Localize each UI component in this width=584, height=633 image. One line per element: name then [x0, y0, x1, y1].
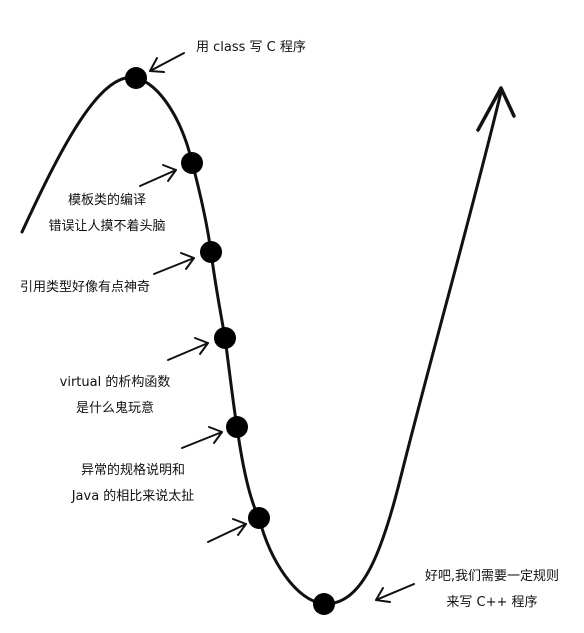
milestone-dot-final [313, 593, 335, 615]
annotation-virtual: virtual 的析构函数 是什么鬼玩意 [40, 370, 190, 422]
annotation-template-line-1: 模板类的编译 [67, 193, 146, 208]
annotation-final-line-1: 好吧,我们需要一定规则 [424, 569, 560, 584]
annotation-final: 好吧,我们需要一定规则 来写 C++ 程序 [412, 564, 572, 616]
milestone-dot-class [125, 67, 147, 89]
annotation-final-line-2: 来写 C++ 程序 [446, 595, 538, 610]
pointer-arrow-virtual [167, 337, 209, 361]
annotation-virtual-line-1: virtual 的析构函数 [59, 375, 171, 390]
milestone-dot-template [181, 152, 203, 174]
annotation-virtual-line-2: 是什么鬼玩意 [75, 401, 154, 416]
annotation-exception: 异常的规格说明和 Java 的相比来说太扯 [58, 458, 208, 510]
pointer-arrow-exception [181, 426, 223, 449]
pointer-arrow-class [149, 52, 185, 73]
pointer-arrow-reference [153, 252, 195, 275]
curve-arrowhead [476, 86, 516, 132]
annotation-class: 用 class 写 C 程序 [196, 35, 306, 61]
pointer-arrow-template [139, 164, 177, 187]
milestone-dot-reference [200, 241, 222, 263]
annotation-template: 模板类的编译 错误让人摸不着头脑 [33, 188, 181, 240]
annotation-reference-line-1: 引用类型好像有点神奇 [20, 280, 151, 295]
pointer-arrow-init [207, 518, 247, 543]
annotation-exception-line-1: 异常的规格说明和 [80, 463, 185, 478]
milestone-dot-init [248, 507, 270, 529]
annotation-reference: 引用类型好像有点神奇 [20, 275, 150, 301]
milestone-dot-virtual [214, 327, 236, 349]
annotation-class-line-1: 用 class 写 C 程序 [196, 40, 306, 55]
pointer-arrow-final [375, 583, 415, 603]
annotation-exception-line-2: Java 的相比来说太扯 [71, 489, 195, 504]
annotation-template-line-2: 错误让人摸不着头脑 [48, 219, 166, 234]
milestone-dot-exception [226, 416, 248, 438]
